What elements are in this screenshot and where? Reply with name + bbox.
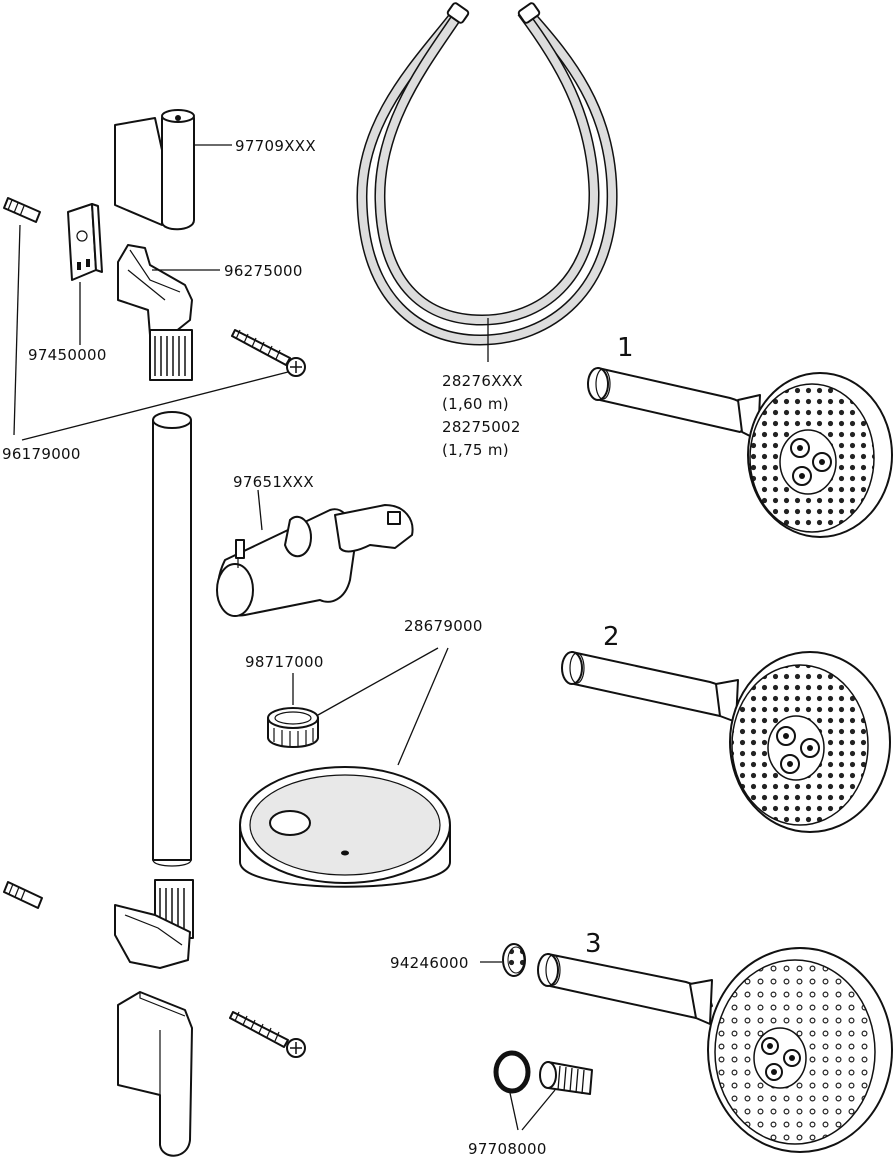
variant-number-3: 3	[585, 929, 602, 959]
hand-shower-2	[561, 651, 891, 833]
label-97450: 97450000	[28, 346, 107, 364]
screw-bottom	[229, 1011, 306, 1058]
hose-labels: 28276XXX (1,60 m) 28275002 (1,75 m)	[442, 372, 523, 459]
wall-dowel-bottom	[3, 881, 43, 909]
filter-screen	[480, 943, 526, 977]
rail-slider	[216, 489, 414, 617]
wall-rail	[152, 411, 192, 867]
label-97708: 97708000	[468, 1140, 547, 1158]
label-96275: 96275000	[224, 262, 303, 280]
hose-code-2: 28275002	[442, 418, 521, 436]
label-96179: 96179000	[2, 445, 81, 463]
hose-code-1: 28276XXX	[442, 372, 523, 390]
soap-dish	[239, 647, 451, 888]
seal-ring-and-insert	[493, 1050, 593, 1131]
variant-number-2: 2	[603, 622, 620, 652]
screw-top	[21, 329, 306, 441]
hand-shower-1	[587, 367, 893, 538]
label-28679: 28679000	[404, 617, 483, 635]
label-97651: 97651XXX	[233, 473, 314, 491]
label-97709: 97709XXX	[235, 137, 316, 155]
hand-shower-3	[537, 947, 893, 1153]
rail-top-bracket	[117, 244, 220, 381]
wall-holder-cover	[114, 109, 232, 231]
wall-dowel-top	[3, 197, 41, 436]
variant-number-1: 1	[617, 333, 634, 363]
soap-dish-nut	[267, 647, 439, 748]
rail-bottom-bracket	[114, 879, 194, 969]
label-94246: 94246000	[390, 954, 469, 972]
hose-length-2: (1,75 m)	[442, 441, 509, 459]
hose-length-1: (1,60 m)	[442, 395, 509, 413]
wall-holder-cover-bottom	[117, 991, 193, 1157]
wall-bracket-plate	[67, 203, 103, 345]
label-98717: 98717000	[245, 653, 324, 671]
shower-hose	[356, 2, 618, 362]
